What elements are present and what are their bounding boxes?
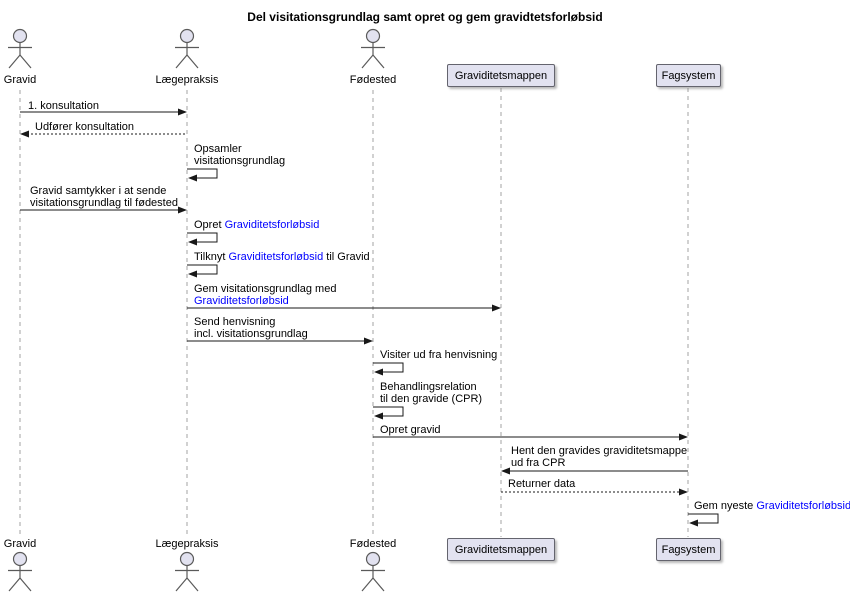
arrowhead-14 [689, 519, 698, 527]
actor-label-laegepraksis-bottom: Lægepraksis [155, 538, 219, 550]
arrowhead-11 [679, 433, 688, 441]
message-10-line1: Behandlingsrelation [380, 381, 477, 393]
graviditetsforloebsid-link[interactable]: Graviditetsforløbsid [224, 219, 320, 231]
arrowhead-9 [374, 368, 383, 376]
message-6-prefix: Tilknyt [194, 251, 229, 263]
message-opret-gravid: Opret gravid [380, 424, 441, 436]
selfloop-14 [688, 513, 719, 524]
message-3-line2: visitationsgrundlag [194, 155, 286, 167]
actor-label-foedested-bottom: Fødested [349, 538, 397, 550]
arrowhead-5 [188, 238, 197, 246]
participant-box-fagsystem-bottom: Fagsystem [656, 538, 721, 561]
message-12-line2: ud fra CPR [511, 457, 566, 469]
message-8-line2: incl. visitationsgrundlag [194, 328, 308, 340]
message-2-text: Udfører konsultation [35, 121, 135, 133]
message-hent-graviditetsmappe: Hent den gravides graviditetsmappe ud fr… [511, 445, 687, 469]
participant-label-fagsystem-top: Fagsystem [661, 69, 716, 82]
arrowhead-10 [374, 412, 383, 420]
selfloop-9 [373, 362, 404, 373]
actor-label-foedested-top: Fødested [349, 74, 397, 86]
arrowhead-2 [20, 130, 29, 138]
message-opret-graviditetsforloebsid: Opret Graviditetsforløbsid [194, 219, 319, 231]
message-gem-nyeste: Gem nyeste Graviditetsforløbsid [694, 500, 850, 512]
message-udfoerer-konsultation: Udfører konsultation [35, 121, 134, 133]
message-gravid-samtykker: Gravid samtykker i at sende visitationsg… [30, 185, 178, 209]
arrowhead-7 [492, 304, 501, 312]
actor-icon-gravid-top [8, 28, 32, 69]
participant-label-fagsystem-bottom: Fagsystem [661, 543, 716, 556]
selfloop-3 [187, 168, 218, 179]
actor-icon-laegepraksis-top [175, 28, 199, 69]
message-tilknyt-graviditetsforloebsid: Tilknyt Graviditetsforløbsid til Gravid [194, 251, 370, 263]
arrowhead-6 [188, 270, 197, 278]
message-4-line2: visitationsgrundlag til fødested [30, 197, 178, 209]
message-7-line1: Gem visitationsgrundlag med [194, 283, 337, 295]
message-3-line1: Opsamler [194, 143, 242, 155]
message-4-line1: Gravid samtykker i at sende [30, 185, 167, 197]
arrowhead-12 [501, 467, 510, 475]
graviditetsforloebsid-link[interactable]: Graviditetsforløbsid [228, 251, 324, 263]
actor-icon-laegepraksis-bottom [175, 551, 199, 592]
participant-box-graviditetsmappen-bottom: Graviditetsmappen [447, 538, 555, 561]
selfloop-6 [187, 264, 218, 275]
message-8-line1: Send henvisning [194, 316, 276, 328]
arrowhead-1 [178, 108, 187, 116]
graviditetsforloebsid-link[interactable]: Graviditetsforløbsid [194, 295, 289, 307]
actor-icon-foedested-top [361, 28, 385, 69]
message-visiter: Visiter ud fra henvisning [380, 349, 497, 361]
message-6-suffix: til Gravid [323, 251, 370, 263]
selfloop-5 [187, 232, 218, 243]
arrowhead-3 [188, 174, 197, 182]
message-5-prefix: Opret [194, 219, 225, 231]
actor-icon-gravid-bottom [8, 551, 32, 592]
message-13-text: Returner data [508, 478, 576, 490]
selfloop-10 [373, 406, 404, 417]
message-11-text: Opret gravid [380, 424, 441, 436]
message-send-henvisning: Send henvisning incl. visitationsgrundla… [194, 316, 308, 340]
participant-box-fagsystem-top: Fagsystem [656, 64, 721, 87]
participant-label-graviditetsmappen-top: Graviditetsmappen [454, 69, 548, 82]
participant-box-graviditetsmappen-top: Graviditetsmappen [447, 64, 555, 87]
message-arrows [20, 108, 719, 527]
actor-label-gravid-top: Gravid [3, 74, 37, 86]
message-returner-data: Returner data [508, 478, 575, 490]
message-12-line1: Hent den gravides graviditetsmappe [511, 445, 688, 457]
arrowhead-4 [178, 206, 187, 214]
message-1-konsultation: 1. konsultation [28, 100, 99, 112]
actor-label-laegepraksis-top: Lægepraksis [155, 74, 219, 86]
lifelines [19, 88, 689, 537]
message-gem-visitationsgrundlag: Gem visitationsgrundlag med Graviditetsf… [194, 283, 336, 307]
arrowhead-8 [364, 337, 373, 345]
diagram-title: Del visitationsgrundlag samt opret og ge… [247, 10, 603, 24]
message-9-text: Visiter ud fra henvisning [380, 349, 498, 361]
message-opsamler-visitationsgrundlag: Opsamler visitationsgrundlag [194, 143, 285, 167]
graviditetsforloebsid-link[interactable]: Graviditetsforløbsid [756, 500, 850, 512]
participant-label-graviditetsmappen-bottom: Graviditetsmappen [454, 543, 548, 556]
actor-label-gravid-bottom: Gravid [3, 538, 37, 550]
arrowhead-13 [679, 488, 688, 496]
message-1-text: 1. konsultation [28, 100, 99, 112]
message-behandlingsrelation: Behandlingsrelation til den gravide (CPR… [380, 381, 482, 405]
message-14-prefix: Gem nyeste [694, 500, 757, 512]
message-10-line2: til den gravide (CPR) [380, 393, 483, 405]
actor-icon-foedested-bottom [361, 551, 385, 592]
